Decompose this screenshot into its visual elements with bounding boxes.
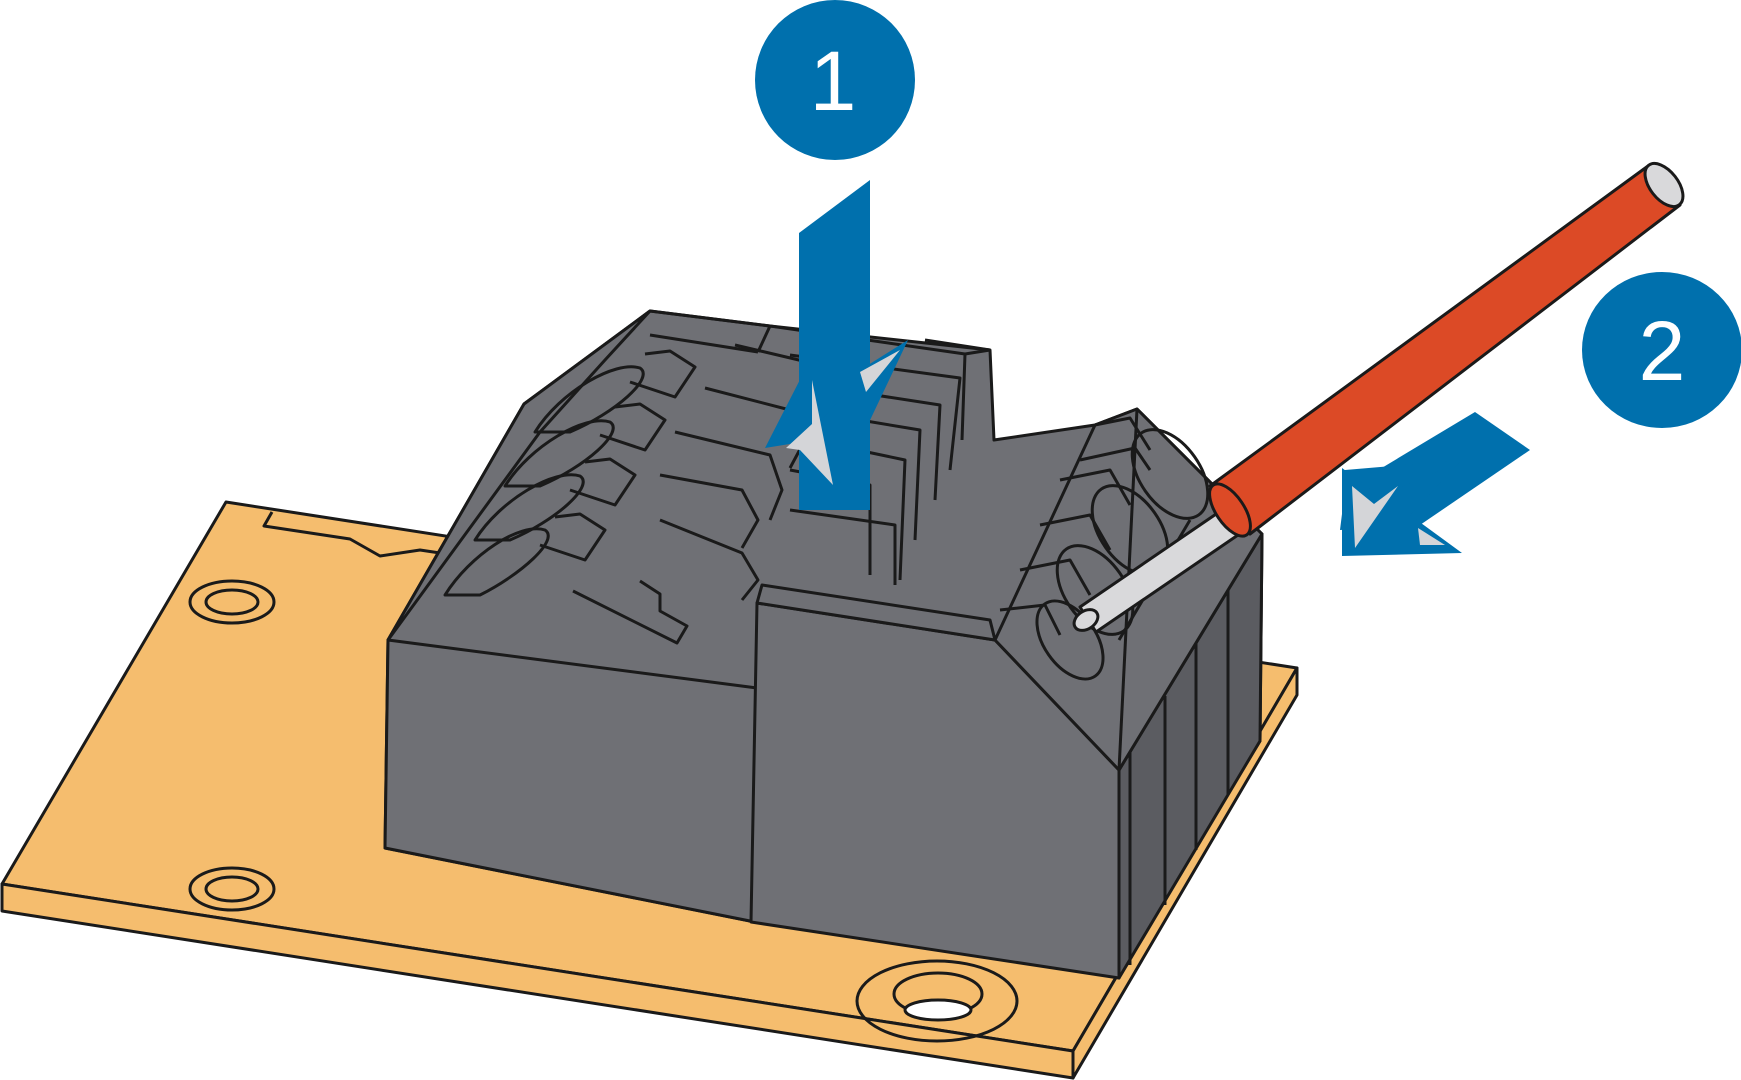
press-arrow-head [786,380,833,485]
mounting-hole-left-top [188,579,276,625]
insert-arrow-head-small [1418,528,1445,545]
step-badge-1-label: 1 [810,34,857,128]
insert-arrow-head-full [1342,462,1462,556]
wire-insulation-start [1208,482,1252,538]
wire-ferrule-tip [1072,608,1100,632]
step-badge-2-circle [1582,272,1741,428]
block-left-slope [386,309,652,642]
wire-entry-openings-left [443,365,645,597]
mounting-hole-left-bottom [188,866,276,912]
press-arrow-head-right [860,350,900,392]
pcb-silkscreen-line [262,511,461,558]
step-badge-1: 1 [755,0,915,160]
press-arrow [765,180,908,510]
wire-entry-openings-right [1035,428,1210,681]
insert-arrow [1340,412,1530,556]
mounting-hole-front [855,959,1019,1043]
wire-cut-end [1643,161,1685,209]
terminal-block [383,309,1264,980]
step-badge-2: 2 [1582,272,1741,428]
step-badge-1-circle [755,0,915,160]
wire [1072,161,1685,634]
insert-arrow-head [1352,486,1398,548]
step-badge-2-label: 2 [1639,304,1686,398]
